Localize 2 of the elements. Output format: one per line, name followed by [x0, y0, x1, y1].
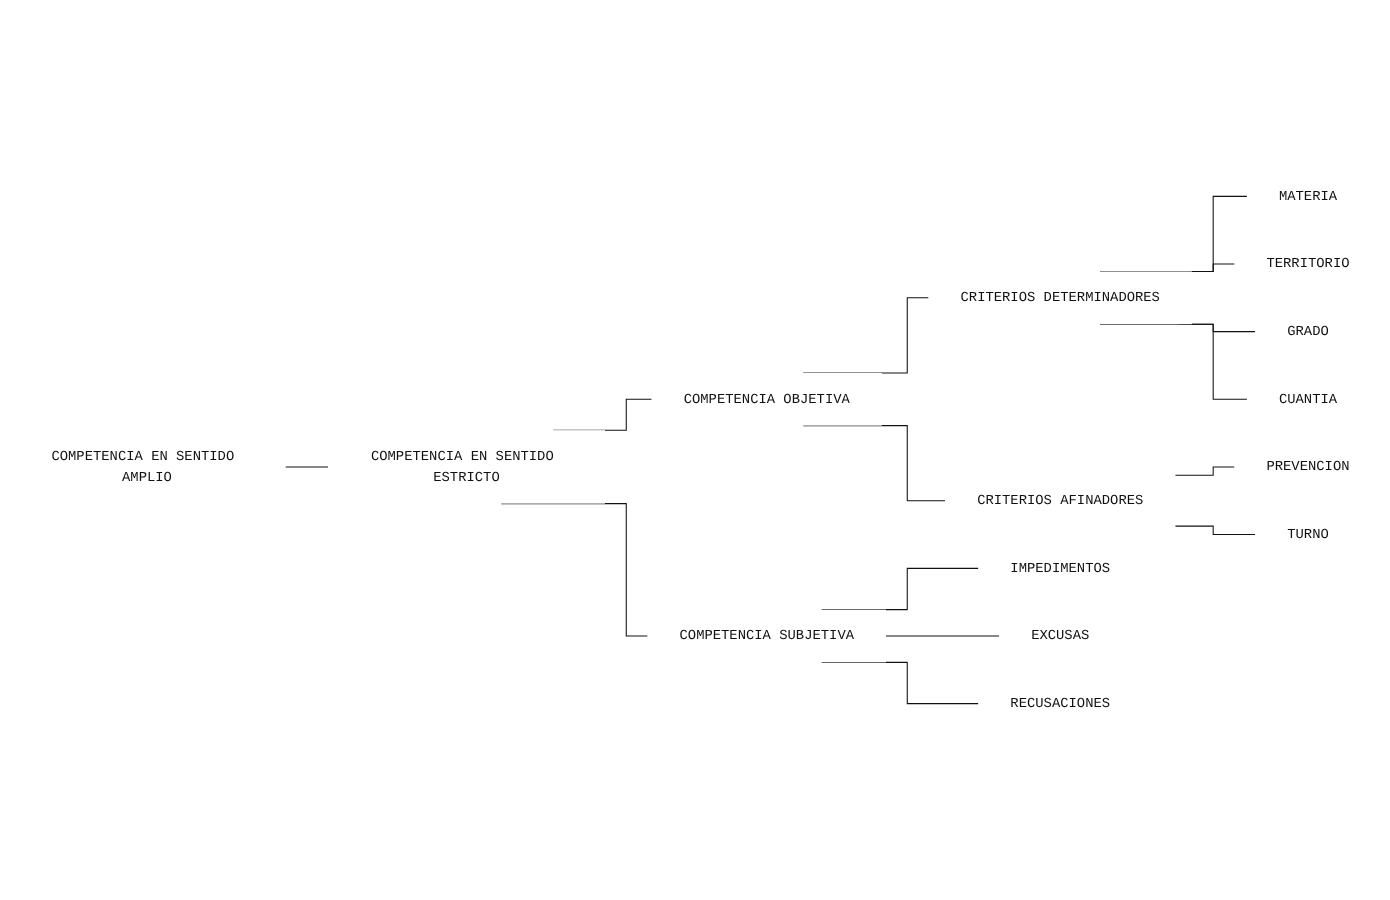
connector — [1174, 525, 1256, 536]
connector — [1174, 466, 1235, 476]
